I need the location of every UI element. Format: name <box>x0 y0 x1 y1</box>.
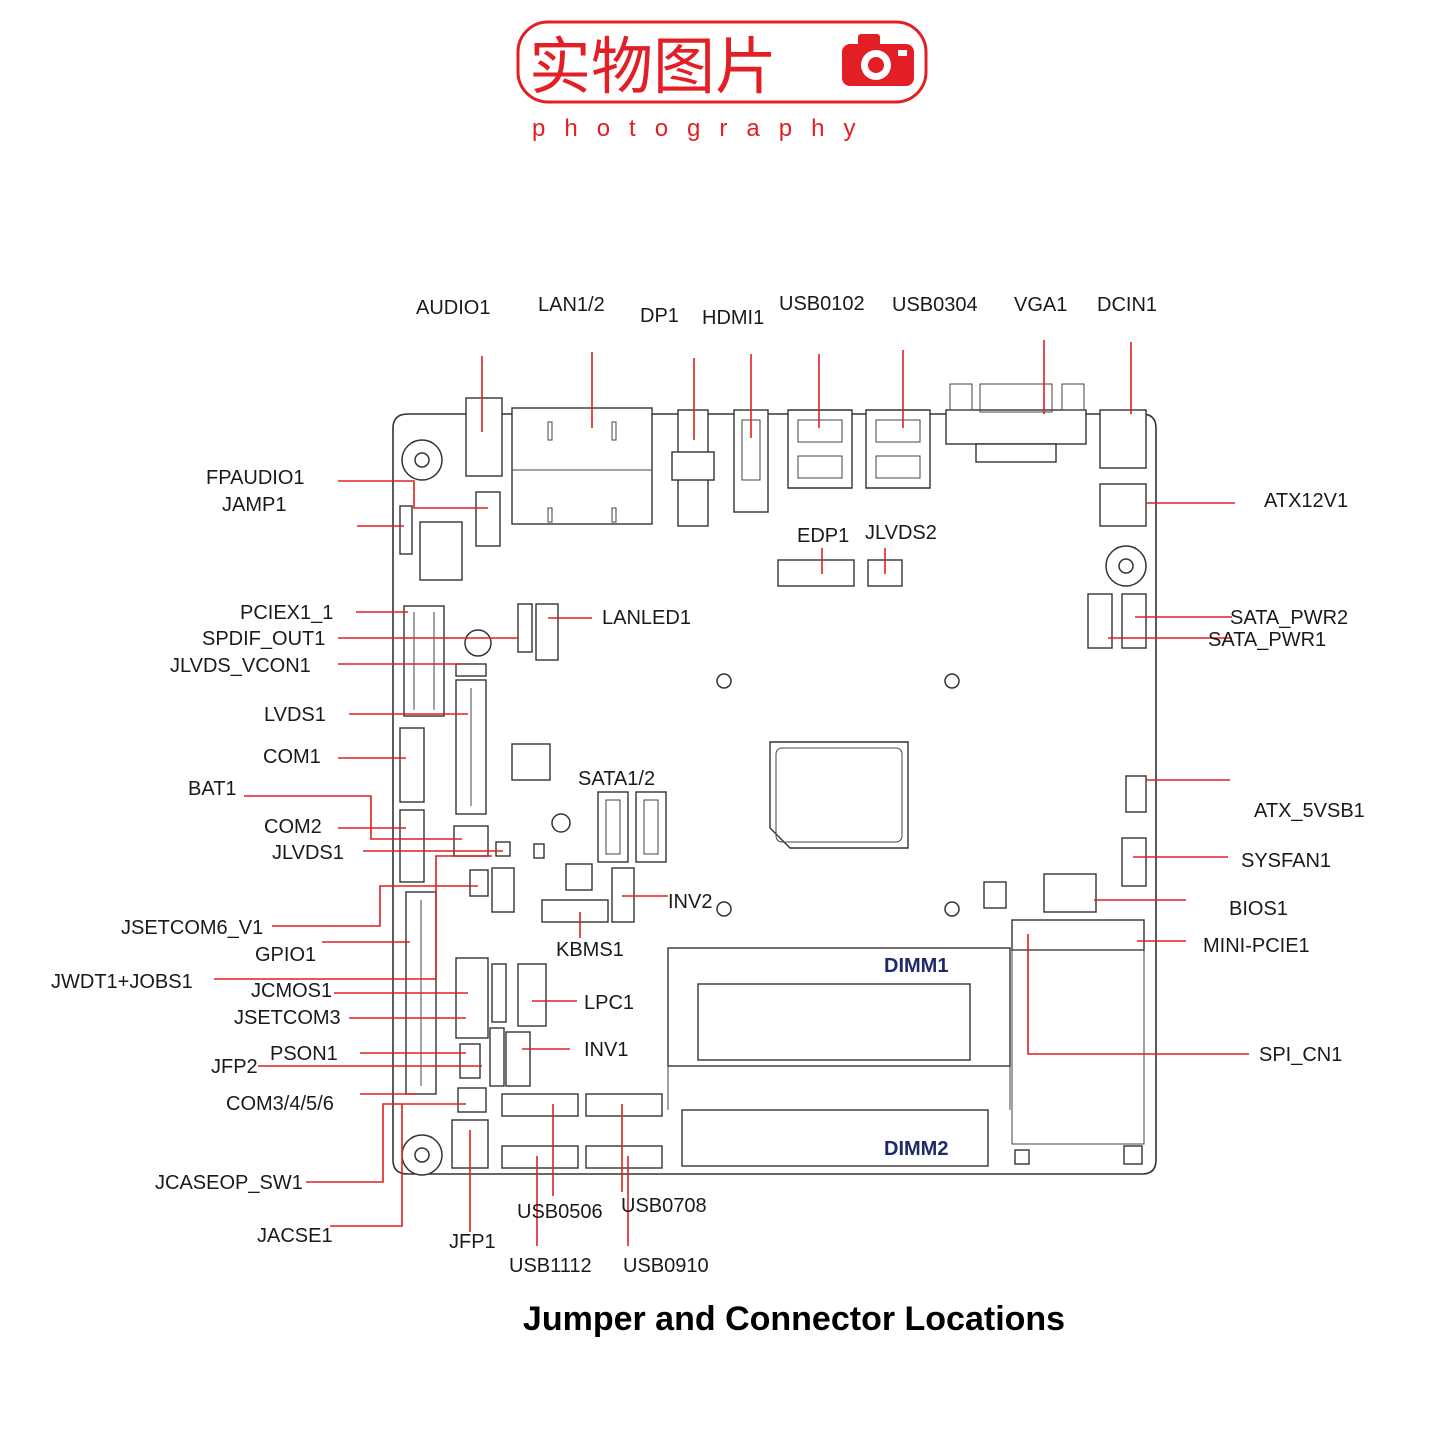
label-jcaseop-sw1: JCASEOP_SW1 <box>155 1172 303 1194</box>
label-jlvds2: JLVDS2 <box>865 522 937 544</box>
cpu-chip <box>769 741 909 849</box>
label-com1: COM1 <box>263 746 321 768</box>
label-usb0102: USB0102 <box>779 293 865 315</box>
audio-jack <box>465 397 503 477</box>
label-usb0708: USB0708 <box>621 1195 707 1217</box>
dimm1-label: DIMM1 <box>884 955 948 977</box>
label-jsetcom6-v1: JSETCOM6_V1 <box>121 917 263 939</box>
pcie-x1-slot <box>403 605 445 717</box>
label-inv2: INV2 <box>668 891 712 913</box>
logo-chinese-text: 实物图片 <box>529 33 777 102</box>
label-sysfan1: SYSFAN1 <box>1241 850 1331 872</box>
dimm2-label: DIMM2 <box>884 1138 948 1160</box>
label-pciex1-1: PCIEX1_1 <box>240 602 333 624</box>
label-jfp2: JFP2 <box>211 1056 258 1078</box>
label-edp1: EDP1 <box>797 525 849 547</box>
label-gpio1: GPIO1 <box>255 944 316 966</box>
label-hdmi1: HDMI1 <box>702 307 764 329</box>
label-jfp1: JFP1 <box>449 1231 496 1253</box>
label-com3456: COM3/4/5/6 <box>226 1093 334 1115</box>
vga-connector <box>945 383 1087 463</box>
connector-labels: AUDIO1 LAN1/2 DP1 HDMI1 USB0102 USB0304 … <box>51 293 1365 1277</box>
label-dcin1: DCIN1 <box>1097 294 1157 316</box>
label-sata-pwr2: SATA_PWR2 <box>1230 607 1348 629</box>
motherboard: DIMM1 DIMM2 <box>392 383 1157 1176</box>
label-audio1: AUDIO1 <box>416 297 490 319</box>
usb0102-connector <box>787 409 853 489</box>
label-spdif-out1: SPDIF_OUT1 <box>202 628 325 650</box>
label-com2: COM2 <box>264 816 322 838</box>
label-jamp1: JAMP1 <box>222 494 286 516</box>
label-lan12: LAN1/2 <box>538 294 605 316</box>
camera-icon <box>842 34 914 86</box>
label-jcmos1: JCMOS1 <box>251 980 332 1002</box>
label-dp1: DP1 <box>640 305 679 327</box>
label-usb0910: USB0910 <box>623 1255 709 1277</box>
label-lanled1: LANLED1 <box>602 607 691 629</box>
label-jwdt1-jobs1: JWDT1+JOBS1 <box>51 971 193 993</box>
label-usb0506: USB0506 <box>517 1201 603 1223</box>
displayport-connector <box>671 409 715 527</box>
diagram-caption: Jumper and Connector Locations <box>523 1300 1065 1338</box>
lvds-connector <box>455 679 487 815</box>
label-atx-5vsb1: ATX_5VSB1 <box>1254 800 1365 822</box>
label-bios1: BIOS1 <box>1229 898 1288 920</box>
sata-connectors <box>597 791 667 863</box>
label-sata-pwr1: SATA_PWR1 <box>1208 629 1326 651</box>
label-jlvds1: JLVDS1 <box>272 842 344 864</box>
dc-input-jack <box>1099 409 1147 469</box>
label-lpc1: LPC1 <box>584 992 634 1014</box>
label-lvds1: LVDS1 <box>264 704 326 726</box>
label-jsetcom3: JSETCOM3 <box>234 1007 341 1029</box>
label-usb1112: USB1112 <box>509 1255 592 1277</box>
leader-lines <box>214 340 1249 1246</box>
label-jacse1: JACSE1 <box>257 1225 333 1247</box>
label-jlvds-vcon1: JLVDS_VCON1 <box>170 655 311 677</box>
label-atx12v1: ATX12V1 <box>1264 490 1348 512</box>
dimm-slots <box>667 947 1011 1167</box>
usb0304-connector <box>865 409 931 489</box>
label-bat1: BAT1 <box>188 778 237 800</box>
lan-ports <box>511 407 653 525</box>
label-sata12: SATA1/2 <box>578 768 655 790</box>
label-spi-cn1: SPI_CN1 <box>1259 1044 1342 1066</box>
label-usb0304: USB0304 <box>892 294 978 316</box>
label-inv1: INV1 <box>584 1039 628 1061</box>
mini-pcie-slot <box>1011 919 1145 1145</box>
label-pson1: PSON1 <box>270 1043 338 1065</box>
label-vga1: VGA1 <box>1014 294 1067 316</box>
logo-english-text: photography <box>532 115 874 142</box>
label-kbms1: KBMS1 <box>556 939 624 961</box>
photography-logo: 实物图片 photography <box>516 20 928 142</box>
label-mini-pcie1: MINI-PCIE1 <box>1203 935 1310 957</box>
label-fpaudio1: FPAUDIO1 <box>206 467 305 489</box>
